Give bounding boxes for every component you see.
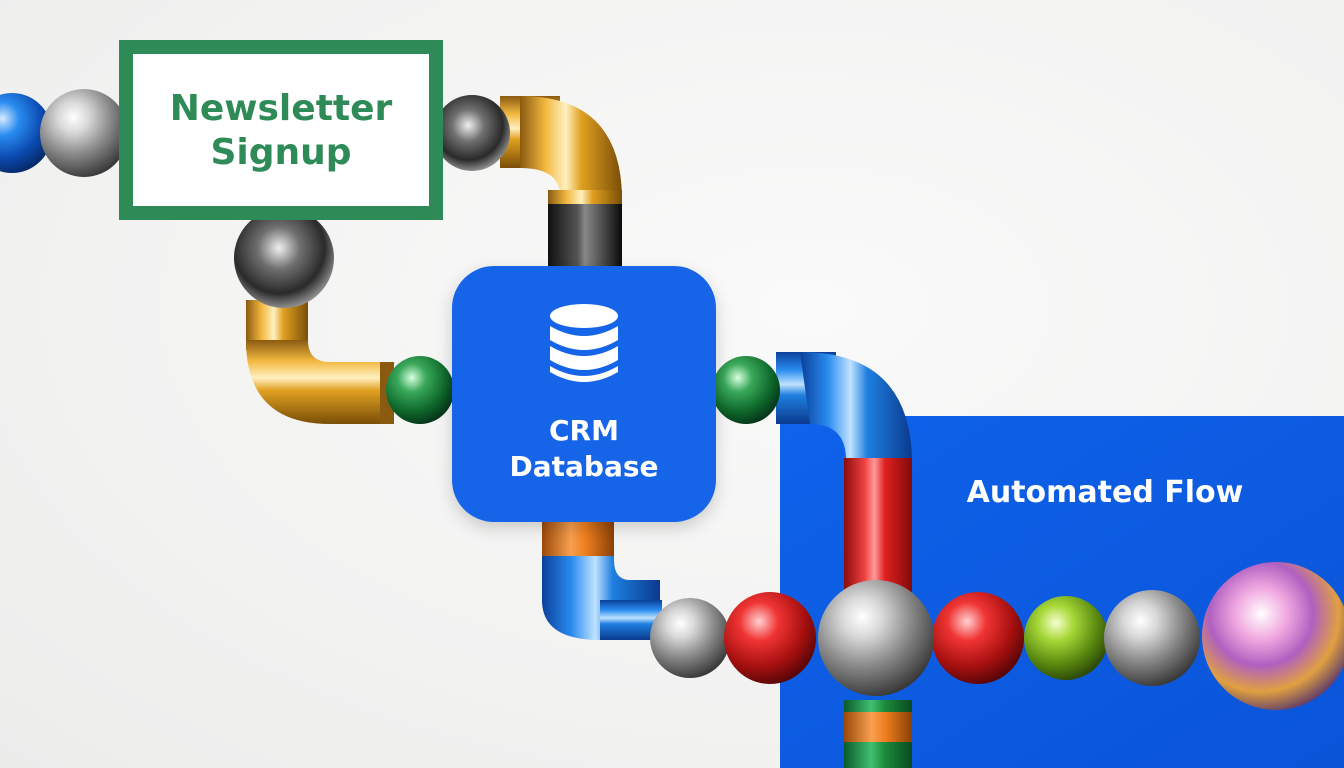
database-icon	[550, 304, 618, 382]
black-pipe-segment	[548, 204, 622, 270]
iridescent-ball	[1202, 562, 1344, 710]
blue-pipe-right	[776, 352, 912, 598]
chrome-ball	[818, 580, 934, 696]
lime-ball	[1024, 596, 1108, 680]
gold-pipe-top	[500, 96, 622, 270]
blue-pipe-bottom	[542, 520, 662, 640]
crm-label-line1: CRM	[549, 414, 619, 447]
chrome-ball	[234, 208, 334, 308]
red-pipe-segment	[844, 458, 912, 598]
automated-flow-label: Automated Flow	[967, 475, 1244, 510]
red-ball	[932, 592, 1024, 684]
orange-pipe-segment	[542, 520, 614, 560]
green-ball	[712, 356, 780, 424]
bottom-outlet-pipe	[844, 700, 912, 768]
chrome-ball	[40, 89, 128, 177]
chrome-ball	[650, 598, 730, 678]
inlet-connector	[0, 89, 128, 177]
green-ball	[386, 356, 454, 424]
newsletter-signup-node: Newsletter Signup	[119, 40, 443, 220]
gold-pipe-left	[246, 300, 394, 424]
chrome-ball	[1104, 590, 1200, 686]
ball-chain	[650, 562, 1344, 710]
crm-label-line2: Database	[509, 450, 658, 483]
crm-database-node: CRM Database	[452, 266, 716, 522]
newsletter-label-line2: Signup	[210, 132, 351, 173]
newsletter-label-line1: Newsletter	[170, 88, 393, 129]
chrome-ball	[434, 95, 510, 171]
blue-ball	[0, 93, 52, 173]
red-ball	[724, 592, 816, 684]
